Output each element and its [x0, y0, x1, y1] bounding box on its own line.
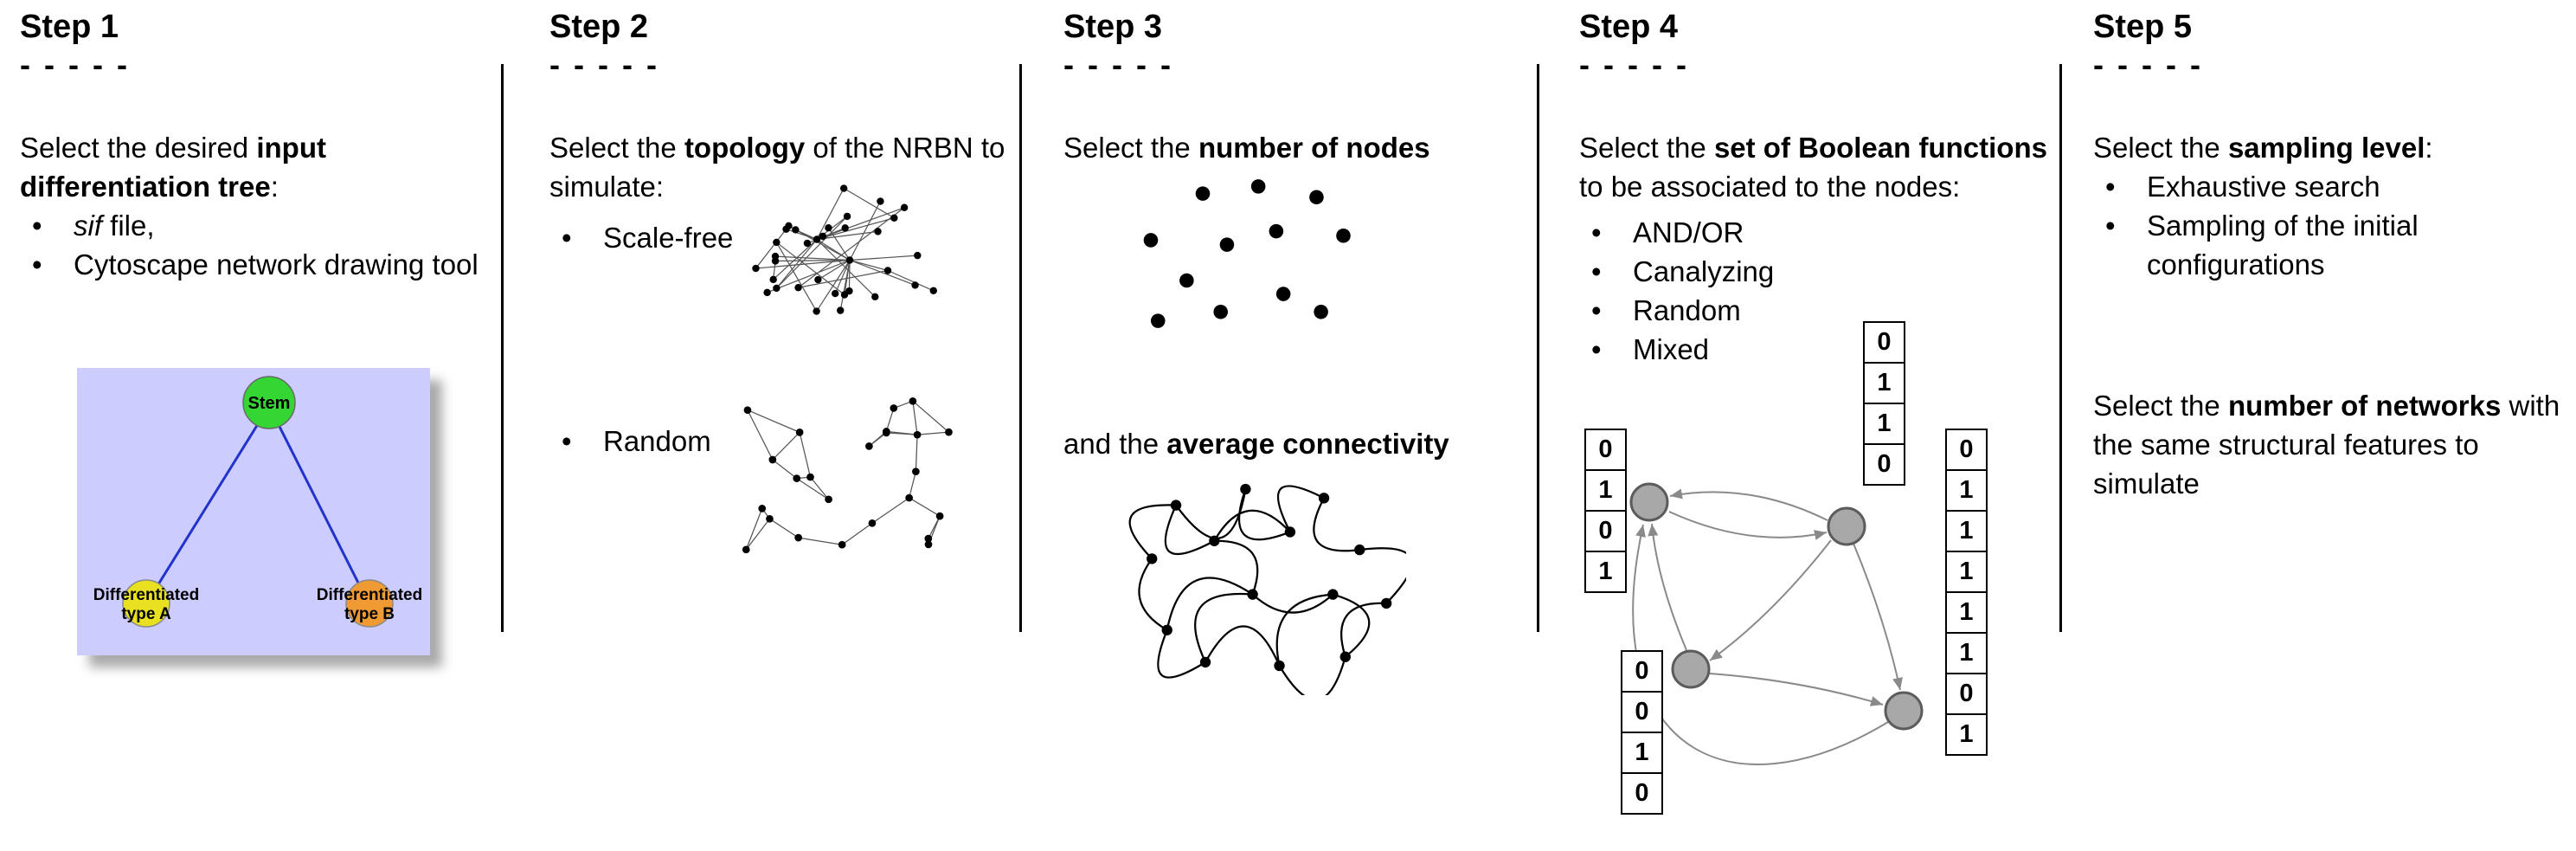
step2-column: Step 2 - - - - - Select the topology of … [549, 0, 1021, 851]
step5-dashed-rule: - - - - - [2093, 47, 2203, 82]
bullet-exhaustive-search: Exhaustive search [2093, 167, 2571, 206]
boolean-network-svg [1629, 482, 1924, 765]
truth-table-cell: 0 [1621, 772, 1663, 815]
step5-column: Step 5 - - - - - Select the sampling lev… [2093, 0, 2571, 851]
type-a-node [122, 579, 170, 628]
step2-intro: Select the topology of the NRBN to simul… [549, 132, 1005, 203]
step1-dashed-rule: - - - - - [20, 47, 130, 82]
truth-table-cell: 0 [1863, 443, 1905, 486]
network-node-b [1827, 506, 1866, 546]
connectivity-network-svg [1128, 483, 1413, 701]
edge-d-to-a [1632, 524, 1889, 765]
truth-table-cell: 1 [1584, 469, 1627, 512]
column-divider [1019, 64, 1022, 632]
differentiation-tree-svg: Stem Differentiated type A Differentiate… [77, 368, 430, 655]
network-node-d [1884, 691, 1924, 731]
step1-intro: Select the desired input differentiation… [20, 132, 326, 203]
edge-b-to-c [1709, 539, 1832, 661]
truth-table-cell: 1 [1945, 551, 1988, 593]
network-node-a [1629, 482, 1669, 522]
bullet-cytoscape: Cytoscape network drawing tool [20, 245, 491, 284]
bullet-mixed: Mixed [1579, 330, 2062, 369]
step1-body: Select the desired input differentiation… [20, 128, 491, 284]
edge-c-to-d [1709, 673, 1884, 706]
column-divider [1537, 64, 1539, 632]
truth-table-cell: 1 [1621, 732, 1663, 774]
truth-table-cell: 1 [1945, 632, 1988, 674]
step5-intro: Select the sampling level: [2093, 132, 2433, 164]
step4-intro: Select the set of Boolean functions to b… [1579, 132, 2047, 203]
step5-body: Select the sampling level: Exhaustive se… [2093, 128, 2571, 503]
bullet-scale-free: Scale-free [549, 218, 1021, 257]
network-node-c [1671, 649, 1711, 689]
type-b-node [345, 579, 394, 628]
tree-edge-a [148, 405, 271, 599]
step2-body: Select the topology of the NRBN to simul… [549, 128, 1021, 461]
truth-table-cell: 0 [1584, 510, 1627, 552]
nodes-dots-svg [1143, 179, 1351, 328]
step5-networks-paragraph: Select the number of networks with the s… [2093, 390, 2560, 500]
edge-b-to-d [1853, 543, 1903, 691]
truth-table-cell: 1 [1945, 510, 1988, 552]
type-b-label-line1: Differentiated [317, 586, 422, 604]
edge-b-to-a [1669, 488, 1828, 521]
truth-table-top: 0 1 1 0 [1863, 321, 1905, 486]
step3-column: Step 3 - - - - - Select the number of no… [1063, 0, 1538, 851]
truth-table-left: 0 1 0 1 [1584, 429, 1627, 593]
step2-title: Step 2 [549, 9, 649, 45]
truth-table-cell: 0 [1584, 429, 1627, 471]
edge-a-to-b [1668, 511, 1828, 540]
connectivity-network-image [1121, 459, 1413, 701]
truth-table-cell: 1 [1945, 713, 1988, 756]
tree-edge-b [267, 405, 368, 599]
step3-dashed-rule: - - - - - [1063, 47, 1173, 82]
boolean-network-image: 0 1 0 1 0 1 1 0 0 0 1 0 0 1 1 1 [1579, 313, 2059, 850]
type-a-label-line2: type A [121, 605, 171, 623]
type-b-label-line2: type B [344, 605, 395, 623]
step3-title: Step 3 [1063, 9, 1163, 45]
stem-node-label: Stem [248, 394, 291, 413]
bullet-random-functions: Random [1579, 291, 2062, 330]
type-a-label-line1: Differentiated [93, 586, 199, 604]
edge-c-to-a [1648, 523, 1687, 651]
truth-table-cell: 1 [1863, 362, 1905, 404]
step4-body: Select the set of Boolean functions to b… [1579, 128, 2062, 369]
truth-table-cell: 1 [1584, 551, 1627, 593]
truth-table-cell: 0 [1621, 691, 1663, 733]
truth-table-cell: 1 [1945, 469, 1988, 512]
step4-column: Step 4 - - - - - Select the set of Boole… [1579, 0, 2062, 851]
differentiation-tree-image: Stem Differentiated type A Differentiate… [77, 368, 430, 655]
boolean-network-edges [1632, 488, 1903, 765]
truth-table-bottom: 0 0 1 0 [1621, 650, 1663, 815]
random-network-image [705, 372, 973, 576]
step4-dashed-rule: - - - - - [1579, 47, 1689, 82]
truth-table-cell: 0 [1863, 321, 1905, 364]
bullet-random: Random [549, 422, 1021, 461]
scale-free-network-svg [752, 184, 937, 315]
truth-table-right: 0 1 1 1 1 1 0 1 [1945, 429, 1988, 756]
step3-line2: and the average connectivity [1063, 428, 1449, 460]
truth-table-cell: 0 [1621, 650, 1663, 693]
step3-line1: Select the number of nodes [1063, 132, 1430, 164]
bullet-sampling-initial: Sampling of the initial configurations [2093, 206, 2571, 284]
step1-column: Step 1 - - - - - Select the desired inpu… [20, 0, 491, 851]
bullet-sif-file: sif file, [20, 206, 491, 245]
bullet-canalyzing: Canalyzing [1579, 252, 2062, 291]
scale-free-network-image [718, 164, 978, 359]
truth-table-cell: 1 [1863, 403, 1905, 445]
step4-title: Step 4 [1579, 9, 1679, 45]
column-divider [501, 64, 504, 632]
stem-node [242, 376, 296, 429]
boolean-network-nodes [1629, 482, 1924, 731]
truth-table-cell: 0 [1945, 673, 1988, 715]
nodes-dots-image [1133, 177, 1375, 357]
step2-dashed-rule: - - - - - [549, 47, 659, 82]
random-network-svg [742, 396, 953, 554]
truth-table-cell: 1 [1945, 591, 1988, 634]
step1-title: Step 1 [20, 9, 119, 45]
step5-title: Step 5 [2093, 9, 2193, 45]
bullet-and-or: AND/OR [1579, 213, 2062, 252]
truth-table-cell: 0 [1945, 429, 1988, 471]
